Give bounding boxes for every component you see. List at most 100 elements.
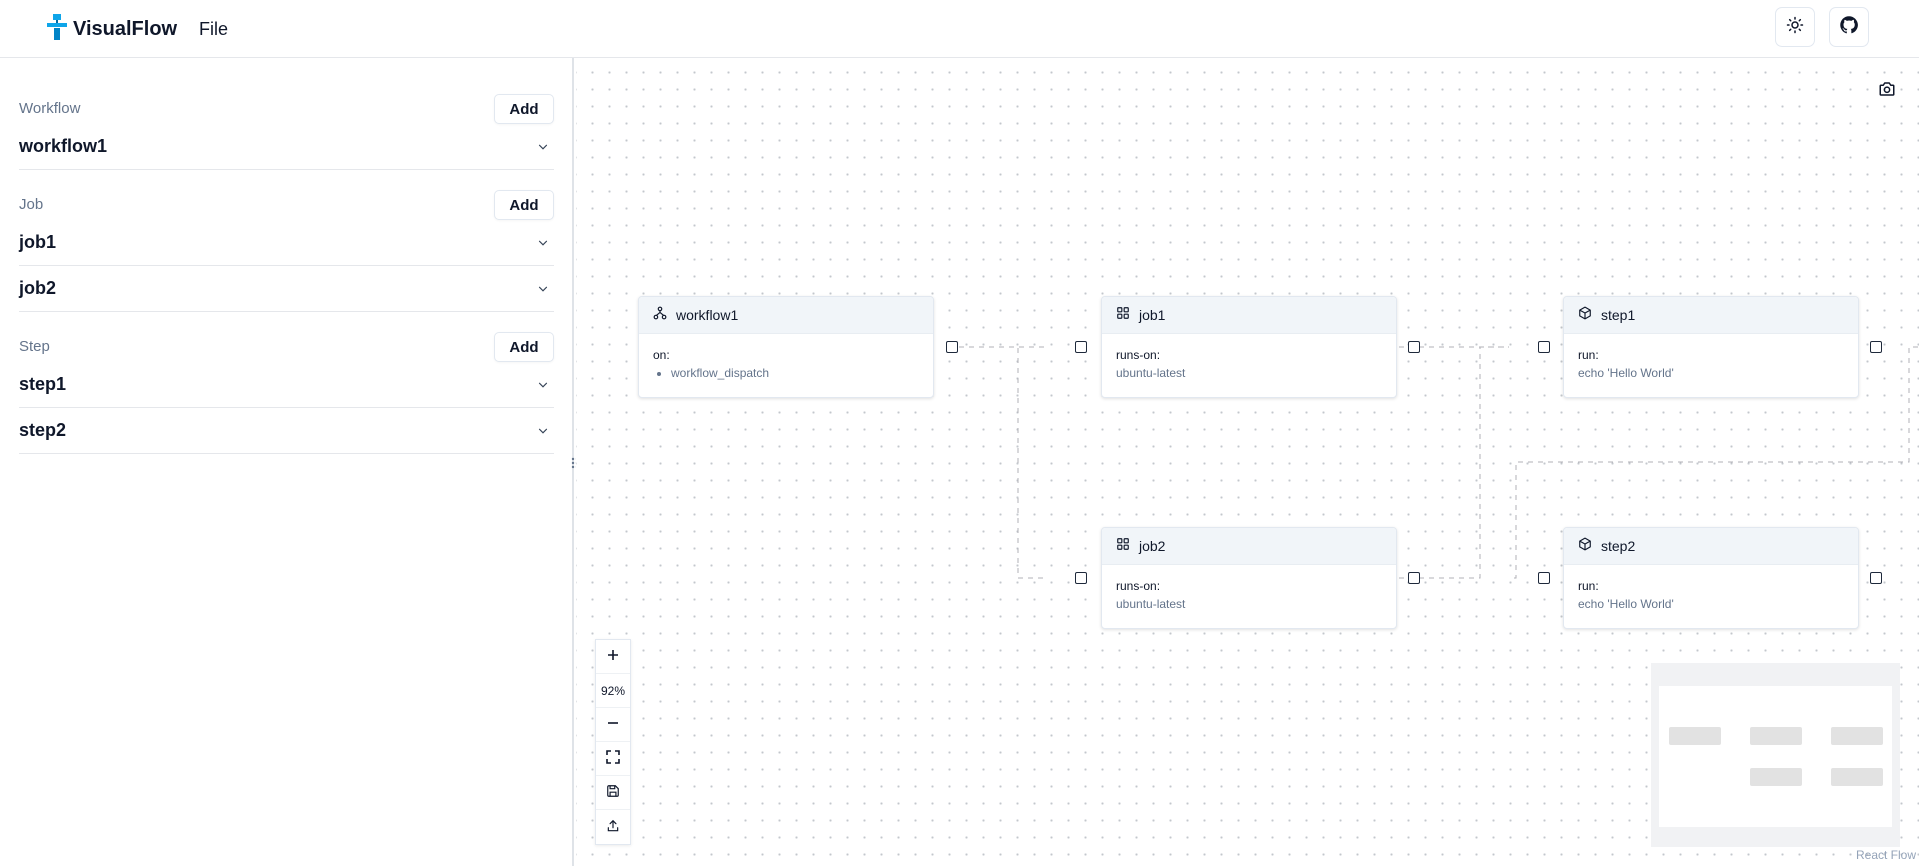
react-flow-attribution[interactable]: React Flow: [1856, 848, 1917, 862]
minimap-node-step2: [1831, 768, 1883, 786]
add-step-button[interactable]: Add: [494, 332, 554, 362]
edge-step1-step2: [1509, 346, 1919, 579]
chevron-down-icon: [536, 140, 550, 159]
node-handle-target[interactable]: [1075, 572, 1087, 584]
node-header: step1: [1564, 297, 1858, 334]
grid-icon: [1116, 306, 1130, 325]
node-title: step1: [1601, 307, 1636, 323]
accordion-label: step2: [19, 420, 67, 440]
node-handle-target[interactable]: [1075, 341, 1087, 353]
node-handle-source[interactable]: [946, 341, 958, 353]
zoom-out-button[interactable]: [596, 708, 630, 742]
box-icon: [1578, 306, 1592, 325]
minimap-node-workflow1: [1669, 727, 1721, 745]
workflow-section-label: Workflow: [19, 100, 81, 117]
add-job-button[interactable]: Add: [494, 190, 554, 220]
trigger-list: workflow_dispatch: [653, 366, 919, 380]
accordion-label: step1: [19, 374, 67, 394]
edges-layer: [959, 346, 1919, 579]
github-icon: [1839, 15, 1859, 40]
sidebar: Workflow Add workflow1 Job Add job1 job2…: [0, 58, 574, 866]
node-title: job2: [1139, 538, 1166, 554]
plus-icon: [607, 649, 619, 664]
accordion-item-workflow1[interactable]: workflow1: [19, 124, 554, 170]
app-logo[interactable]: VisualFlow: [47, 14, 177, 45]
node-key: runs-on:: [1116, 579, 1161, 593]
fullscreen-icon: [606, 750, 620, 767]
job-section-label: Job: [19, 196, 44, 213]
edge-workflow1-job2: [959, 346, 1046, 579]
screenshot-button[interactable]: [1877, 80, 1897, 103]
flow-controls: 92%: [595, 639, 631, 845]
node-header: step2: [1564, 528, 1858, 565]
grid-icon: [1116, 537, 1130, 556]
accordion-label: job1: [19, 232, 57, 252]
chevron-down-icon: [536, 424, 550, 443]
minus-icon: [607, 717, 619, 732]
node-header: job1: [1102, 297, 1396, 334]
list-item: workflow_dispatch: [671, 366, 919, 380]
node-header: workflow1: [639, 297, 933, 334]
app-name: VisualFlow: [73, 18, 178, 40]
accordion-item-job1[interactable]: job1: [19, 220, 554, 266]
minimap-viewport: [1659, 686, 1892, 827]
accordion-label: workflow1: [19, 136, 108, 156]
node-handle-source[interactable]: [1408, 572, 1420, 584]
node-job1[interactable]: job1 runs-on: ubuntu-latest: [1101, 296, 1397, 398]
accordion-item-job2[interactable]: job2: [19, 266, 554, 312]
node-handle-source[interactable]: [1870, 572, 1882, 584]
node-step2[interactable]: step2 run: echo 'Hello World': [1563, 527, 1859, 629]
node-title: job1: [1139, 307, 1166, 323]
save-button[interactable]: [596, 776, 630, 810]
accordion-label: job2: [19, 278, 57, 298]
node-workflow1[interactable]: workflow1 on: workflow_dispatch: [638, 296, 934, 398]
chevron-down-icon: [536, 378, 550, 397]
step-section-header: Step Add: [19, 332, 554, 362]
minimap-node-step1: [1831, 727, 1883, 745]
node-value: echo 'Hello World': [1578, 366, 1674, 380]
zoom-level: 92%: [596, 674, 630, 708]
flow-canvas[interactable]: workflow1 on: workflow_dispatch job1 run…: [576, 58, 1919, 866]
minimap[interactable]: [1651, 663, 1900, 847]
app-header: VisualFlow File: [0, 0, 1919, 58]
node-handle-target[interactable]: [1538, 341, 1550, 353]
node-value: echo 'Hello World': [1578, 597, 1674, 611]
node-job2[interactable]: job2 runs-on: ubuntu-latest: [1101, 527, 1397, 629]
node-step1[interactable]: step1 run: echo 'Hello World': [1563, 296, 1859, 398]
minimap-node-job1: [1750, 727, 1802, 745]
add-workflow-button[interactable]: Add: [494, 94, 554, 124]
upload-button[interactable]: [596, 810, 630, 844]
upload-icon: [606, 819, 620, 836]
file-menu[interactable]: File: [199, 19, 229, 39]
logo-icon: [47, 14, 67, 45]
step-section-label: Step: [19, 338, 50, 355]
node-title: step2: [1601, 538, 1636, 554]
box-icon: [1578, 537, 1592, 556]
node-key: run:: [1578, 579, 1599, 593]
sun-icon: [1786, 16, 1804, 39]
edge-job2-step1: [1379, 346, 1509, 579]
node-handle-source[interactable]: [1408, 341, 1420, 353]
camera-icon: [1877, 82, 1897, 102]
job-section-header: Job Add: [19, 190, 554, 220]
accordion-item-step2[interactable]: step2: [19, 408, 554, 454]
theme-toggle-button[interactable]: [1775, 7, 1815, 47]
node-handle-target[interactable]: [1538, 572, 1550, 584]
node-value: ubuntu-latest: [1116, 366, 1186, 380]
chevron-down-icon: [536, 236, 550, 255]
workflow-section-header: Workflow Add: [19, 94, 554, 124]
zoom-in-button[interactable]: [596, 640, 630, 674]
github-button[interactable]: [1829, 7, 1869, 47]
node-key: on:: [653, 348, 670, 362]
minimap-node-job2: [1750, 768, 1802, 786]
node-handle-source[interactable]: [1870, 341, 1882, 353]
node-value: ubuntu-latest: [1116, 597, 1186, 611]
save-icon: [606, 784, 620, 801]
fit-view-button[interactable]: [596, 742, 630, 776]
workflow-icon: [653, 306, 667, 325]
node-title: workflow1: [676, 307, 739, 323]
accordion-item-step1[interactable]: step1: [19, 362, 554, 408]
node-header: job2: [1102, 528, 1396, 565]
node-key: runs-on:: [1116, 348, 1161, 362]
node-key: run:: [1578, 348, 1599, 362]
